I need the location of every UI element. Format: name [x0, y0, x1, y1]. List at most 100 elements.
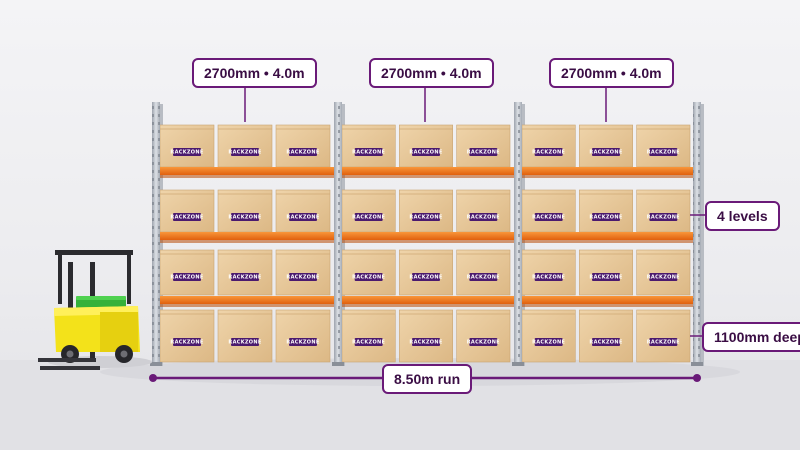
- box-label-tag: [173, 213, 201, 221]
- box-label-tag: [649, 338, 678, 346]
- box-label-text: RACKZONE: [467, 275, 500, 281]
- box-label-text: RACKZONE: [467, 215, 500, 221]
- box-label-tag: [412, 338, 440, 346]
- box-label-text: RACKZONE: [589, 275, 622, 281]
- cardboard-box: [217, 249, 273, 296]
- rack-baseplate: [512, 362, 524, 366]
- forklift-icon: [38, 250, 152, 370]
- box-label-tag: [649, 213, 678, 221]
- cardboard-box: [456, 189, 511, 233]
- box-label-tag: [173, 148, 201, 156]
- cardboard-box: [456, 309, 511, 363]
- cardboard-box: [159, 249, 215, 296]
- rack-beam: [336, 296, 516, 304]
- cardboard-box: [456, 249, 511, 296]
- cardboard-box: [275, 189, 331, 233]
- box-label-tag: [412, 213, 440, 221]
- box-label-tag: [354, 338, 383, 346]
- box-label-text: RACKZONE: [286, 340, 319, 346]
- box-label-text: RACKZONE: [352, 150, 385, 156]
- cardboard-box: [521, 249, 576, 296]
- box-label-text: RACKZONE: [532, 275, 565, 281]
- cardboard-box: [275, 309, 331, 363]
- cardboard-box: [341, 309, 396, 363]
- rack-beam-shadow: [336, 304, 516, 307]
- cardboard-box: [341, 189, 396, 233]
- cardboard-box: [521, 309, 576, 363]
- box-label-tag: [354, 273, 383, 281]
- box-label-tag: [231, 148, 259, 156]
- box-label-tag: [289, 338, 317, 346]
- box-label-tag: [469, 273, 498, 281]
- box-label-tag: [231, 213, 259, 221]
- box-label-text: RACKZONE: [228, 150, 261, 156]
- rack-beam: [516, 167, 696, 175]
- rack-beam-shadow: [516, 240, 696, 243]
- rack-upright-back: [699, 104, 704, 366]
- cardboard-box: [399, 189, 453, 233]
- rack-beam-shadow: [336, 175, 516, 178]
- cardboard-box: [341, 249, 396, 296]
- box-label-tag: [592, 148, 620, 156]
- box-label-tag: [469, 338, 498, 346]
- box-label-text: RACKZONE: [228, 215, 261, 221]
- rack-beam-shadow: [154, 240, 336, 243]
- callout-leaders: [244, 87, 705, 337]
- rack-beam: [336, 232, 516, 240]
- rack-upright-holes: [693, 102, 701, 366]
- box-label-tag: [231, 273, 259, 281]
- box-label-text: RACKZONE: [467, 340, 500, 346]
- rack-beam: [154, 167, 336, 175]
- rack-beam-shadow: [516, 304, 696, 307]
- box-label-text: RACKZONE: [352, 340, 385, 346]
- cardboard-box: [456, 124, 511, 168]
- cardboard-box: [399, 249, 453, 296]
- rack-beam-shadow: [516, 175, 696, 178]
- cardboard-box: [579, 189, 633, 233]
- cardboard-box: [579, 249, 633, 296]
- cardboard-box: [275, 124, 331, 168]
- pallet-rack: RACKZONE RACKZONE RACKZONE RACKZONE RACKZONE…: [150, 102, 704, 366]
- box-label-text: RACKZONE: [409, 215, 442, 221]
- cardboard-box: [521, 189, 576, 233]
- box-label-text: RACKZONE: [286, 215, 319, 221]
- box-label-text: RACKZONE: [286, 150, 319, 156]
- cardboard-box: [521, 124, 576, 168]
- box-label-text: RACKZONE: [647, 340, 680, 346]
- rack-beam: [516, 232, 696, 240]
- cardboard-box: [275, 249, 331, 296]
- run-length-callout: 8.50m run: [382, 364, 473, 394]
- box-label-text: RACKZONE: [647, 215, 680, 221]
- box-label-tag: [534, 213, 563, 221]
- box-label-text: RACKZONE: [647, 275, 680, 281]
- box-label-tag: [354, 213, 383, 221]
- box-label-text: RACKZONE: [170, 340, 203, 346]
- bay-dimension-callout-2: 2700mm • 4.0m: [369, 58, 494, 88]
- cardboard-box: [636, 189, 691, 233]
- cardboard-box: [341, 124, 396, 168]
- cardboard-box: [159, 309, 215, 363]
- box-label-tag: [649, 273, 678, 281]
- cardboard-box: [159, 124, 215, 168]
- rack-upright-holes: [152, 102, 160, 366]
- rack-beam-shadow: [154, 175, 336, 178]
- box-label-tag: [289, 213, 317, 221]
- box-label-text: RACKZONE: [170, 150, 203, 156]
- box-label-text: RACKZONE: [409, 275, 442, 281]
- cardboard-box: [217, 189, 273, 233]
- box-label-text: RACKZONE: [532, 215, 565, 221]
- box-label-text: RACKZONE: [352, 275, 385, 281]
- box-label-text: RACKZONE: [532, 340, 565, 346]
- rack-upright-holes: [334, 102, 342, 366]
- box-label-text: RACKZONE: [228, 340, 261, 346]
- rack-upright-holes: [514, 102, 522, 366]
- levels-callout: 4 levels: [705, 201, 780, 231]
- box-label-tag: [534, 273, 563, 281]
- box-label-text: RACKZONE: [409, 340, 442, 346]
- box-label-tag: [469, 213, 498, 221]
- box-label-tag: [289, 273, 317, 281]
- depth-callout: 1100mm deep: [702, 322, 800, 352]
- rack-beam-shadow: [154, 304, 336, 307]
- box-label-tag: [412, 148, 440, 156]
